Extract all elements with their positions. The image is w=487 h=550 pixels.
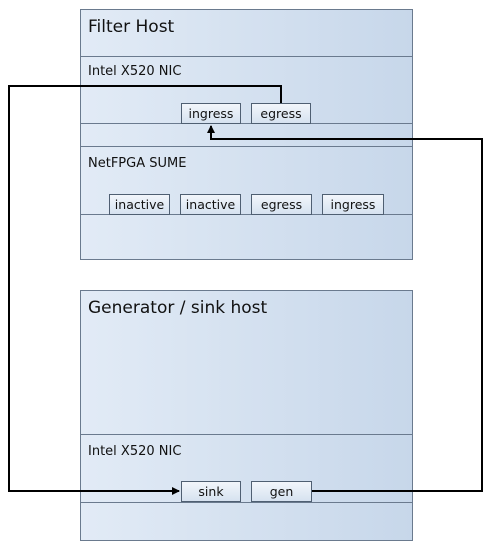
- generator-nic-sink-port: sink: [181, 481, 241, 502]
- generator-host-title: Generator / sink host: [88, 298, 268, 318]
- netfpga-port-2: inactive: [180, 194, 241, 215]
- egress-to-sink-connection: [8, 85, 282, 495]
- netfpga-label: NetFPGA SUME: [88, 156, 187, 171]
- netfpga-port-4: ingress: [322, 194, 384, 215]
- netfpga-port-3: egress: [251, 194, 312, 215]
- generator-nic-label: Intel X520 NIC: [88, 444, 182, 459]
- filter-nic-label: Intel X520 NIC: [88, 64, 182, 79]
- filter-nic-ingress-port: ingress: [181, 103, 241, 124]
- filter-host-box: [80, 9, 413, 260]
- netfpga-port-1: inactive: [109, 194, 170, 215]
- generator-nic-gen-port: gen: [251, 481, 312, 502]
- filter-nic-egress-port: egress: [251, 103, 311, 124]
- filter-host-title: Filter Host: [88, 17, 175, 37]
- filter-nic-box: [80, 56, 413, 124]
- gen-to-ingress-connection: [207, 125, 483, 492]
